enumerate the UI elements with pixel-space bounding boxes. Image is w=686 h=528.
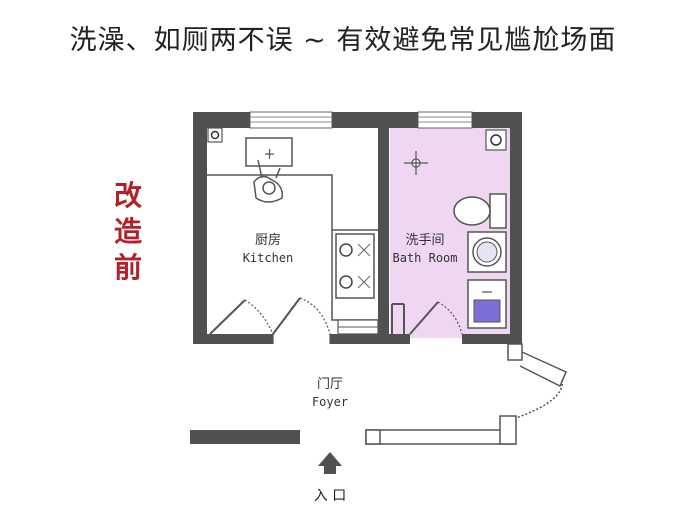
bathroom-label-en: Bath Room (392, 251, 457, 265)
before-renovation-label: 改 造 前 (108, 178, 148, 286)
stove (335, 233, 375, 299)
entrance-label: 入 口 (314, 488, 346, 504)
kitchen-cabinet (337, 319, 379, 335)
foyer-label-en: Foyer (312, 395, 348, 409)
side-label-char: 前 (113, 251, 142, 284)
person-figure (253, 159, 284, 203)
bathroom-door (391, 301, 463, 335)
foyer-walls (190, 343, 523, 445)
kitchen-window (249, 111, 333, 129)
bathroom-drain-icon (485, 129, 507, 151)
kitchen-label-zh: 厨房 (255, 232, 281, 248)
walls (193, 112, 522, 344)
foyer-door (515, 351, 567, 419)
kitchen-sink (245, 137, 293, 167)
shower-icon (404, 151, 428, 175)
entrance-arrow-icon (318, 452, 342, 474)
side-label-char: 改 (113, 179, 142, 212)
toilet (453, 193, 507, 229)
bathroom-sink (467, 279, 507, 329)
side-label-char: 造 (113, 215, 142, 248)
washing-machine (467, 231, 507, 273)
bathroom-label-zh: 洗手间 (405, 233, 444, 248)
kitchen-label-en: Kitchen (243, 251, 294, 265)
foyer-label-zh: 门厅 (317, 377, 343, 392)
kitchen-drain-icon (207, 127, 223, 143)
bathroom-window (417, 111, 473, 129)
page-title: 洗澡、如厕两不误 ~ 有效避免常见尴尬场面 (69, 25, 617, 56)
kitchen-door (209, 297, 331, 344)
